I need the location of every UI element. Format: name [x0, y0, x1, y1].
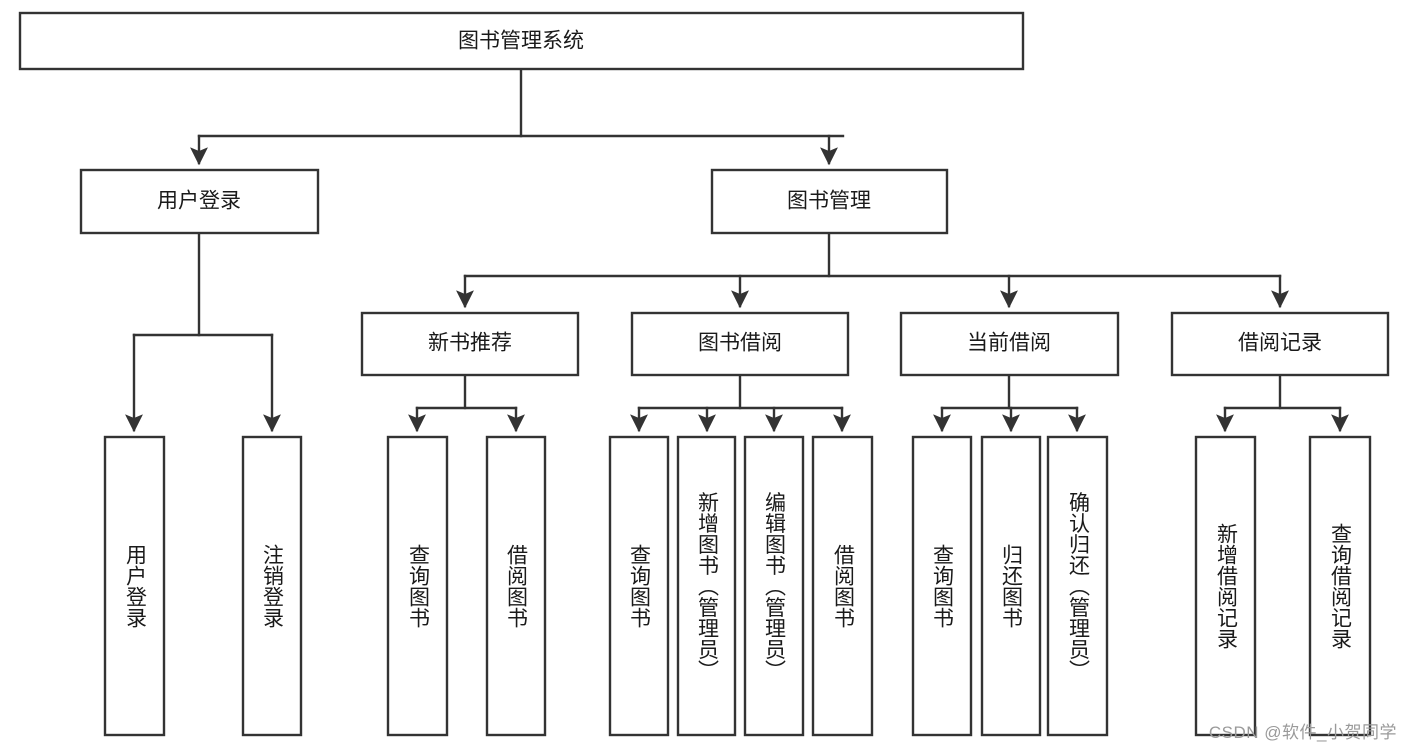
node-leaf-query-book-3-rect[interactable] [911, 435, 973, 737]
node-leaf-add-borrow-record-label: 新增借阅记录 [1215, 523, 1239, 649]
node-leaf-confirm-return-admin-rect[interactable] [1046, 435, 1109, 737]
node-leaf-borrow-book-1-rect[interactable] [485, 435, 547, 737]
node-root-rect[interactable] [18, 11, 1025, 71]
node-leaf-confirm-return-admin-label: 确认归还（管理员） [1067, 492, 1091, 681]
node-leaf-add-book-admin[interactable]: 新增图书（管理员） [676, 435, 737, 737]
node-leaf-query-book-1[interactable]: 查询图书 [386, 435, 449, 737]
node-leaf-user-login-rect[interactable] [103, 435, 166, 737]
node-current-borrow-label: 当前借阅 [967, 332, 1051, 355]
node-leaf-edit-book-admin[interactable]: 编辑图书（管理员） [743, 435, 805, 737]
node-leaf-query-book-2-rect[interactable] [608, 435, 670, 737]
csdn-watermark: CSDN @软件_小贺同学 [1208, 723, 1397, 742]
node-book-borrow[interactable]: 图书借阅 [630, 311, 850, 377]
connector-lines [125, 67, 1349, 433]
node-leaf-borrow-book-2[interactable]: 借阅图书 [811, 435, 874, 737]
node-leaf-query-borrow-record-label: 查询借阅记录 [1329, 523, 1353, 649]
node-leaf-borrow-book-2-label: 借阅图书 [832, 544, 856, 628]
node-new-book-recommend-rect[interactable] [360, 311, 580, 377]
node-root-label: 图书管理系统 [458, 30, 584, 53]
node-leaf-logout-label: 注销登录 [261, 544, 285, 628]
node-leaf-return-book[interactable]: 归还图书 [980, 435, 1042, 737]
node-root[interactable]: 图书管理系统 [18, 11, 1025, 71]
node-leaf-query-book-3-label: 查询图书 [931, 544, 955, 628]
node-book-borrow-rect[interactable] [630, 311, 850, 377]
node-leaf-logout-rect[interactable] [241, 435, 303, 737]
node-leaf-query-book-2-label: 查询图书 [628, 544, 652, 628]
node-leaf-query-book-3[interactable]: 查询图书 [911, 435, 973, 737]
node-leaf-add-book-admin-rect[interactable] [676, 435, 737, 737]
node-leaf-query-book-1-label: 查询图书 [407, 544, 431, 628]
node-current-borrow-rect[interactable] [899, 311, 1120, 377]
node-leaf-edit-book-admin-rect[interactable] [743, 435, 805, 737]
node-user-login-rect[interactable] [79, 168, 320, 235]
node-book-borrow-label: 图书借阅 [698, 332, 782, 355]
node-leaf-add-borrow-record[interactable]: 新增借阅记录 [1194, 435, 1257, 737]
node-new-book-recommend-label: 新书推荐 [428, 332, 512, 355]
node-leaf-query-book-1-rect[interactable] [386, 435, 449, 737]
node-current-borrow[interactable]: 当前借阅 [899, 311, 1120, 377]
node-user-login[interactable]: 用户登录 [79, 168, 320, 235]
node-leaf-borrow-book-1[interactable]: 借阅图书 [485, 435, 547, 737]
node-new-book-recommend[interactable]: 新书推荐 [360, 311, 580, 377]
node-leaf-borrow-book-1-label: 借阅图书 [505, 544, 529, 628]
node-leaf-logout[interactable]: 注销登录 [241, 435, 303, 737]
node-leaf-return-book-rect[interactable] [980, 435, 1042, 737]
node-leaf-return-book-label: 归还图书 [1000, 544, 1024, 628]
node-boxes: 图书管理系统 用户登录 图书管理 新书推荐 图书借阅 当前借阅 借阅记录 [18, 11, 1390, 737]
node-borrow-record[interactable]: 借阅记录 [1170, 311, 1390, 377]
node-leaf-user-login[interactable]: 用户登录 [103, 435, 166, 737]
node-leaf-query-borrow-record[interactable]: 查询借阅记录 [1308, 435, 1372, 737]
node-leaf-add-book-admin-label: 新增图书（管理员） [696, 492, 720, 681]
node-leaf-user-login-label: 用户登录 [124, 544, 148, 628]
node-borrow-record-label: 借阅记录 [1238, 332, 1322, 355]
node-leaf-query-book-2[interactable]: 查询图书 [608, 435, 670, 737]
node-leaf-confirm-return-admin[interactable]: 确认归还（管理员） [1046, 435, 1109, 737]
node-book-manage-label: 图书管理 [787, 190, 871, 213]
node-leaf-edit-book-admin-label: 编辑图书（管理员） [763, 492, 787, 681]
node-leaf-query-borrow-record-rect[interactable] [1308, 435, 1372, 737]
node-borrow-record-rect[interactable] [1170, 311, 1390, 377]
node-leaf-borrow-book-2-rect[interactable] [811, 435, 874, 737]
node-book-manage[interactable]: 图书管理 [710, 168, 949, 235]
node-leaf-add-borrow-record-rect[interactable] [1194, 435, 1257, 737]
node-book-manage-rect[interactable] [710, 168, 949, 235]
node-user-login-label: 用户登录 [157, 190, 241, 213]
